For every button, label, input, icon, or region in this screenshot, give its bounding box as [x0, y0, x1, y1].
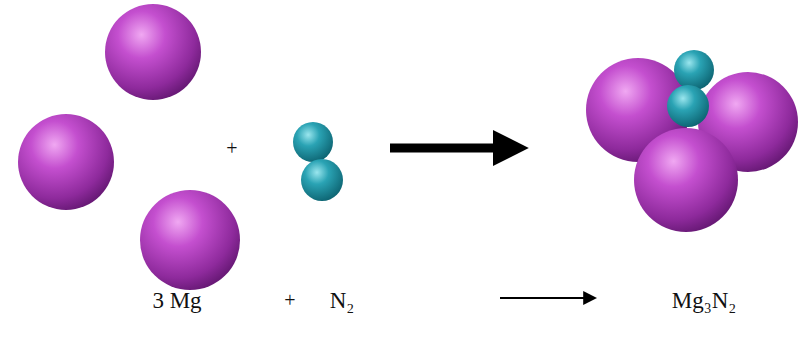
n-atom — [293, 122, 333, 162]
mg-atom — [18, 114, 114, 210]
n-atom — [667, 85, 709, 127]
plus-sign: + — [226, 138, 237, 158]
plus-sign: + — [284, 290, 295, 310]
reaction-arrow — [390, 144, 500, 153]
mg-atom — [634, 128, 738, 232]
mg-atom — [105, 4, 201, 100]
formula-label: Mg₃N₂ — [672, 289, 737, 312]
n-atom — [674, 50, 714, 90]
equation-arrow — [500, 297, 586, 299]
formula-label: 3 Mg — [152, 289, 201, 312]
mg-atom — [140, 190, 240, 290]
formula-label: N₂ — [330, 289, 355, 312]
n-atom — [301, 159, 343, 201]
